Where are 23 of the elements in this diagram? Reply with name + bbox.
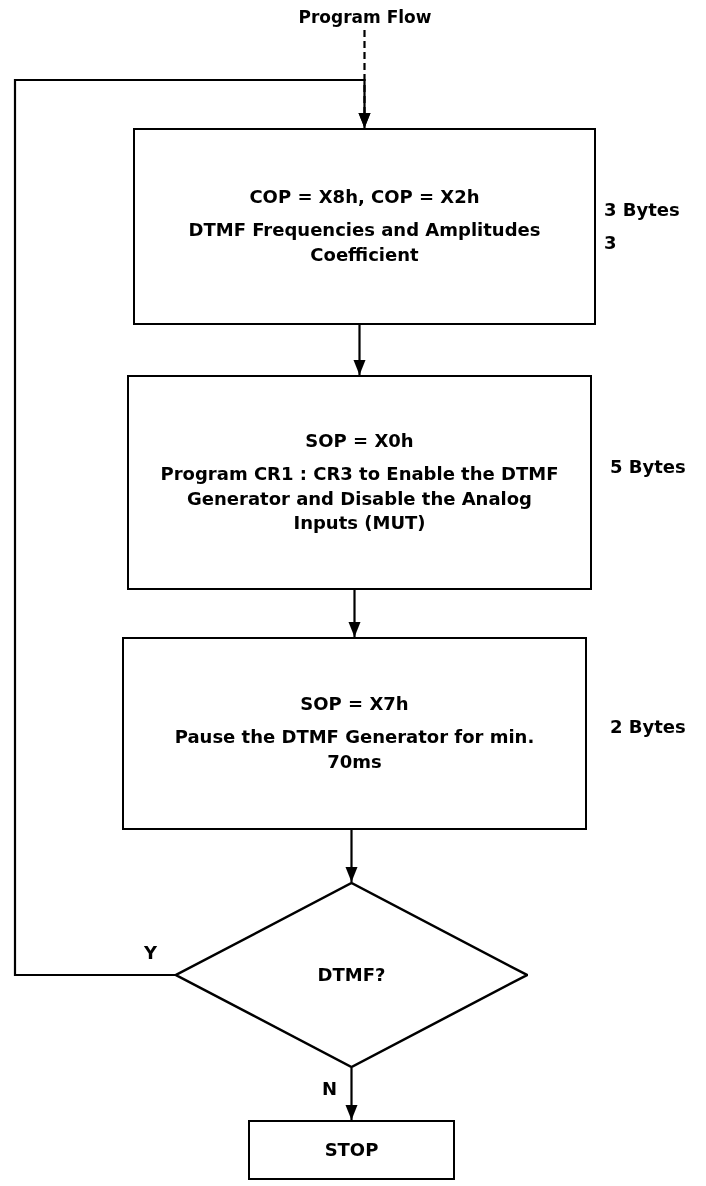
step-text: DTMF Frequencies and Amplitudes Coefficient: [187, 218, 542, 267]
process-box: [127, 375, 592, 590]
opcode-text: SOP = X0h: [305, 429, 414, 453]
byte-count: 3: [604, 230, 618, 255]
step-text: Program CR1 : CR3 to Enable the DTMF Generator and Disable the Analog Inputs (MUT): [159, 461, 560, 536]
byte-count: 5 Bytes: [610, 455, 686, 479]
arrow: [348, 590, 361, 637]
process-box: [248, 1120, 455, 1180]
byte-count: 2 Bytes: [610, 715, 686, 739]
process-box: [122, 637, 587, 830]
arrow: [13, 78, 371, 977]
arrow: [345, 830, 358, 882]
process-box: [133, 128, 596, 325]
start-label: Program Flow: [285, 6, 445, 30]
step-text: DTMF?: [317, 962, 386, 987]
decision-diamond: [175, 882, 528, 1068]
arrow: [353, 325, 366, 375]
opcode-text: COP = X8h, COP = X2h: [249, 185, 480, 210]
arrow: [345, 1068, 358, 1120]
byte-count: 3 Bytes: [604, 198, 680, 222]
step-text: STOP: [324, 1137, 379, 1162]
step-text: Pause the DTMF Generator for min. 70ms: [173, 725, 536, 774]
opcode-text: SOP = X7h: [300, 692, 409, 717]
